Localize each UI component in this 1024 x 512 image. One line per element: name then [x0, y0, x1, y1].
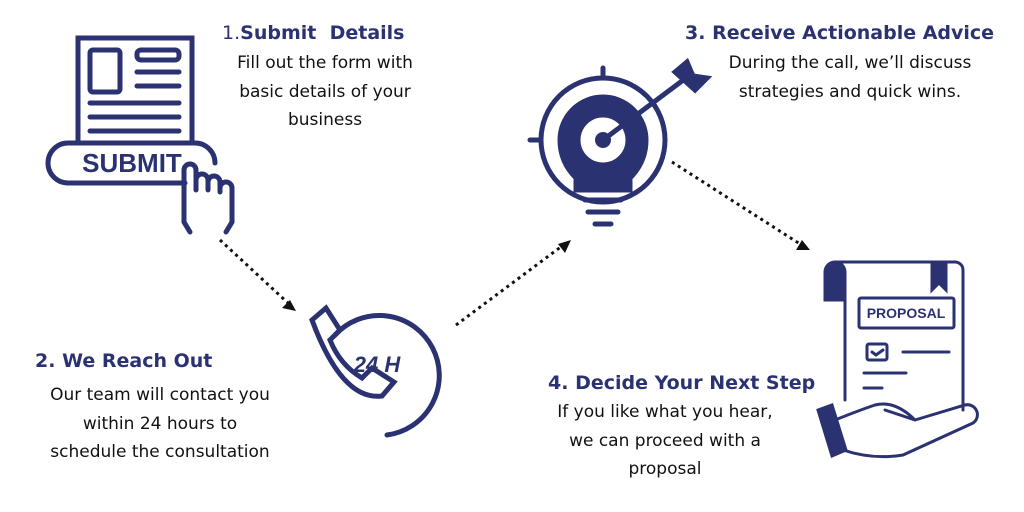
- proposal-icon-label: PROPOSAL: [867, 305, 946, 321]
- lightbulb-target-icon: [527, 57, 713, 227]
- step-4-title-text: Decide Your Next Step: [575, 372, 816, 394]
- desc-line: basic details of your: [239, 81, 411, 102]
- step-1-description: Fill out the form with basic details of …: [220, 49, 430, 135]
- desc-line: If you like what you hear,: [557, 402, 773, 422]
- dotted-arrow-1-to-2: [218, 238, 296, 311]
- desc-line: we can proceed with a: [569, 430, 761, 451]
- desc-line: Our team will contact you: [50, 385, 270, 405]
- desc-line: business: [287, 110, 363, 130]
- dotted-arrow-3-to-4: [671, 160, 810, 250]
- step-2-title-text: We Reach Out: [62, 350, 213, 372]
- step-2-description: Our team will contact you within 24 hour…: [25, 381, 295, 467]
- step-1-title: 1.Submit Details: [222, 22, 404, 44]
- desc-line: within 24 hours to: [82, 413, 238, 434]
- step-3-title-text: Receive Actionable Advice: [712, 22, 995, 44]
- desc-line: schedule the consultation: [50, 442, 270, 462]
- dotted-arrow-2-to-3: [455, 240, 571, 327]
- step-3-title: 3. Receive Actionable Advice: [685, 22, 994, 44]
- desc-line: strategies and quick wins.: [738, 81, 962, 102]
- step-4-title: 4. Decide Your Next Step: [548, 372, 815, 394]
- submit-form-icon: [45, 35, 235, 235]
- step-2-title: 2. We Reach Out: [35, 350, 212, 372]
- phone-24h-icon: [309, 304, 442, 438]
- step-4-description: If you like what you hear, we can procee…: [540, 398, 790, 484]
- step-1-number: 1.: [222, 22, 241, 44]
- step-2-number: 2.: [35, 350, 56, 372]
- step-1-title-text: Submit Details: [240, 22, 405, 44]
- desc-line: proposal: [628, 459, 702, 479]
- proposal-hand-icon: [816, 260, 979, 459]
- desc-line: Fill out the form with: [237, 53, 413, 73]
- phone-icon-label: 24 H: [353, 352, 402, 377]
- step-3-number: 3.: [685, 22, 706, 44]
- desc-line: During the call, we’ll discuss: [728, 53, 972, 73]
- submit-icon-label: SUBMIT: [82, 148, 182, 178]
- step-4-number: 4.: [548, 372, 569, 394]
- step-3-description: During the call, we’ll discuss strategie…: [700, 49, 1000, 106]
